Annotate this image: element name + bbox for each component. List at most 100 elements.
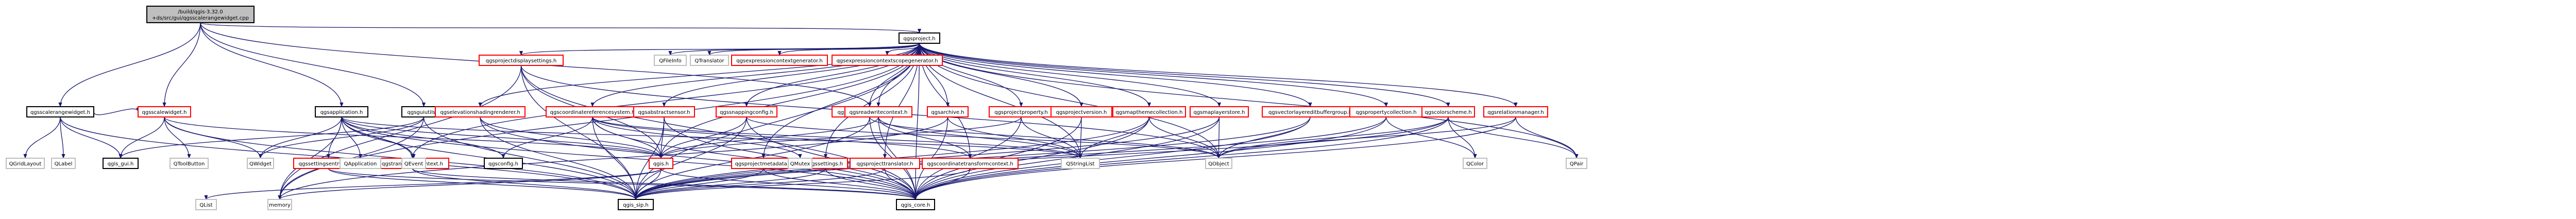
edge-qgsprojecttranslator-to-qgscore bbox=[884, 168, 918, 200]
edge-qgsreadwritecontext-to-qgscoordinatetransformcontext bbox=[878, 116, 972, 159]
edge-qgsapplication-to-qapplication bbox=[341, 116, 363, 159]
edge-qgsproject-to-qgsprojectproperty bbox=[919, 43, 1023, 107]
node-label: qgsabstractsensor.h bbox=[638, 110, 690, 115]
node-qgsscalerangewidget[interactable]: qgsscalerangewidget.h bbox=[26, 106, 94, 117]
node-label: qgsscalewidget.h bbox=[142, 110, 187, 115]
edge-qgsreadwritecontext-to-qstringlist bbox=[878, 116, 1082, 159]
edge-qgsscalerangewidget-to-qgsgui bbox=[60, 116, 123, 159]
node-qgsprojectversion[interactable]: qgsprojectversion.h bbox=[1050, 106, 1112, 117]
node-qgsscalewidget[interactable]: qgsscalewidget.h bbox=[138, 106, 191, 117]
node-qgsprojectmetadata[interactable]: qgsprojectmetadata.h bbox=[731, 158, 796, 169]
edge-qgis-to-memory bbox=[278, 168, 662, 200]
edge-qgsmapthemecollection-to-qobject bbox=[1148, 116, 1221, 159]
node-label: /build/qgis-3.32.0 bbox=[178, 9, 223, 15]
node-label: QObject bbox=[1208, 161, 1229, 167]
node-qgsabstractsensor[interactable]: qgsabstractsensor.h bbox=[633, 106, 695, 117]
node-box bbox=[832, 55, 943, 66]
node-box bbox=[1566, 158, 1587, 169]
node-box bbox=[51, 158, 76, 169]
node-qgscoordinatereferencesystem[interactable]: qgscoordinatereferencesystem.h bbox=[546, 106, 639, 117]
node-qmutex[interactable]: QMutex bbox=[788, 158, 812, 169]
node-memory[interactable]: memory bbox=[267, 199, 292, 210]
edge-qgsproject-to-qgsvectorlayereditbuffergroup bbox=[919, 43, 1312, 107]
node-qgsgui[interactable]: qgis_gui.h bbox=[103, 158, 139, 169]
node-qfileinfo[interactable]: QFileInfo bbox=[654, 55, 687, 66]
node-box bbox=[649, 158, 673, 169]
node-qgsvectorlayereditbuffergroup[interactable]: qgsvectorlayereditbuffergroup.h bbox=[1262, 106, 1359, 117]
node-label: QGridLayout bbox=[9, 161, 42, 167]
edge-qgsarchive-to-memory bbox=[278, 116, 948, 200]
edge-qgsprojectproperty-to-qgis bbox=[659, 116, 1022, 159]
node-label: qgsprojectdisplaysettings.h bbox=[486, 58, 557, 64]
edge-qgscolorscheme-to-qobject bbox=[1216, 116, 1449, 159]
node-qgsprojecttranslator[interactable]: qgsprojecttranslator.h bbox=[850, 158, 920, 169]
node-box bbox=[6, 158, 45, 169]
edge-qgsprojectversion-to-qstringlist bbox=[1078, 116, 1082, 159]
node-qgscolorscheme[interactable]: qgscolorscheme.h bbox=[1421, 106, 1475, 117]
edge-qgscoordinatereferencesystem-to-qgscoordinatetransformcontext bbox=[592, 116, 972, 159]
node-qgridlayout[interactable]: QGridLayout bbox=[6, 158, 45, 169]
node-label: qgssnappingconfig.h bbox=[720, 110, 773, 115]
edge-qgsreadwritecontext-to-qgis bbox=[659, 116, 879, 159]
node-qtoolbutton[interactable]: QToolButton bbox=[170, 158, 209, 169]
node-qstringlist[interactable]: QStringList bbox=[1061, 158, 1100, 169]
edge-qgselevationshadingrenderer-to-qgssip bbox=[480, 116, 638, 200]
node-qgsmaplayerstore[interactable]: qgsmaplayerstore.h bbox=[1190, 106, 1249, 117]
node-qlist[interactable]: QList bbox=[195, 199, 217, 210]
node-qgsrelationmanager[interactable]: qgsrelationmanager.h bbox=[1483, 106, 1548, 117]
node-qevent[interactable]: QEvent bbox=[401, 158, 426, 169]
node-box bbox=[435, 106, 526, 117]
node-root[interactable]: /build/qgis-3.32.0+ds/src/gui/qgsscalera… bbox=[146, 6, 255, 23]
node-qgscoordinatetransformcontext[interactable]: qgscoordinatetransformcontext.h bbox=[922, 158, 1019, 169]
node-qgsarchive[interactable]: qgsarchive.h bbox=[927, 106, 969, 117]
edge-qgsproject-to-qgscore bbox=[913, 43, 920, 200]
node-qgscore[interactable]: qgis_core.h bbox=[896, 199, 935, 210]
node-box bbox=[844, 106, 912, 117]
node-qcolor[interactable]: QColor bbox=[1463, 158, 1487, 169]
node-qgsmapthemecollection[interactable]: qgsmapthemecollection.h bbox=[1112, 106, 1186, 117]
node-qapplication[interactable]: QApplication bbox=[340, 158, 381, 169]
edge-qgsguiutils-to-qgsgui bbox=[118, 116, 425, 159]
node-qgsproject[interactable]: qgsproject.h bbox=[899, 32, 940, 44]
edge-qgis-to-qgscore bbox=[660, 168, 918, 200]
node-qgsconfig[interactable]: qgsconfig.h bbox=[484, 158, 523, 169]
edge-root-to-qgsscalewidget bbox=[162, 22, 201, 107]
node-box bbox=[716, 106, 777, 117]
node-box bbox=[195, 199, 217, 210]
node-qgsprojectproperty[interactable]: qgsprojectproperty.h bbox=[989, 106, 1054, 117]
node-label: qgsscalerangewidget.h bbox=[30, 110, 90, 115]
node-qobject[interactable]: QObject bbox=[1205, 158, 1232, 169]
edge-qgsprojectdisplaysettings-to-memory bbox=[278, 65, 522, 200]
node-qgis[interactable]: qgis.h bbox=[649, 158, 673, 169]
edge-qgsguiutils-to-qgssip bbox=[423, 116, 638, 200]
node-qgssettings[interactable]: qgssettings.h bbox=[803, 158, 848, 169]
edge-qgsprojecttranslator-to-qgssip bbox=[634, 168, 886, 200]
node-label: qgsexpressioncontextgenerator.h bbox=[736, 58, 823, 64]
node-qgsapplication[interactable]: qgsapplication.h bbox=[315, 106, 368, 117]
edge-qgsrelationmanager-to-qpair bbox=[1515, 116, 1579, 159]
node-qgssip[interactable]: qgis_sip.h bbox=[618, 199, 654, 210]
node-qtranslator[interactable]: QTranslator bbox=[690, 55, 729, 66]
edge-qgselevationshadingrenderer-to-qgscore bbox=[480, 116, 918, 200]
node-qgssnappingconfig[interactable]: qgssnappingconfig.h bbox=[716, 106, 777, 117]
node-qgsprojectdisplaysettings[interactable]: qgsprojectdisplaysettings.h bbox=[479, 55, 564, 66]
node-qgspropertycollection[interactable]: qgspropertycollection.h bbox=[1349, 106, 1423, 117]
edge-qgssettings-to-qgscore bbox=[825, 168, 918, 200]
node-qpair[interactable]: QPair bbox=[1566, 158, 1587, 169]
node-qgsexpressioncontextgenerator[interactable]: qgsexpressioncontextgenerator.h bbox=[731, 55, 828, 66]
node-label: qgsguiutils.h bbox=[408, 110, 440, 115]
node-qgselevationshadingrenderer[interactable]: qgselevationshadingrenderer.h bbox=[435, 106, 526, 117]
node-box bbox=[484, 158, 523, 169]
node-box bbox=[1061, 158, 1100, 169]
node-qlabel[interactable]: QLabel bbox=[51, 158, 76, 169]
node-label: qgis_gui.h bbox=[108, 161, 134, 167]
node-qgsreadwritecontext[interactable]: qgsreadwritecontext.h bbox=[844, 106, 912, 117]
node-box bbox=[103, 158, 139, 169]
edge-qgselevationshadingrenderer-to-qgis bbox=[480, 116, 663, 159]
node-label: qgsproject.h bbox=[903, 36, 935, 42]
node-qgsexpressioncontextscopegenerator[interactable]: qgsexpressioncontextscopegenerator.h bbox=[832, 55, 943, 66]
edge-qgscoordinatereferencesystem-to-qgsconfig bbox=[501, 116, 593, 159]
node-qwidget[interactable]: QWidget bbox=[247, 158, 274, 169]
edge-qgsproject-to-qgsmaplayerstore bbox=[919, 43, 1222, 107]
edge-qgsguiutils-to-qwidget bbox=[258, 116, 425, 159]
